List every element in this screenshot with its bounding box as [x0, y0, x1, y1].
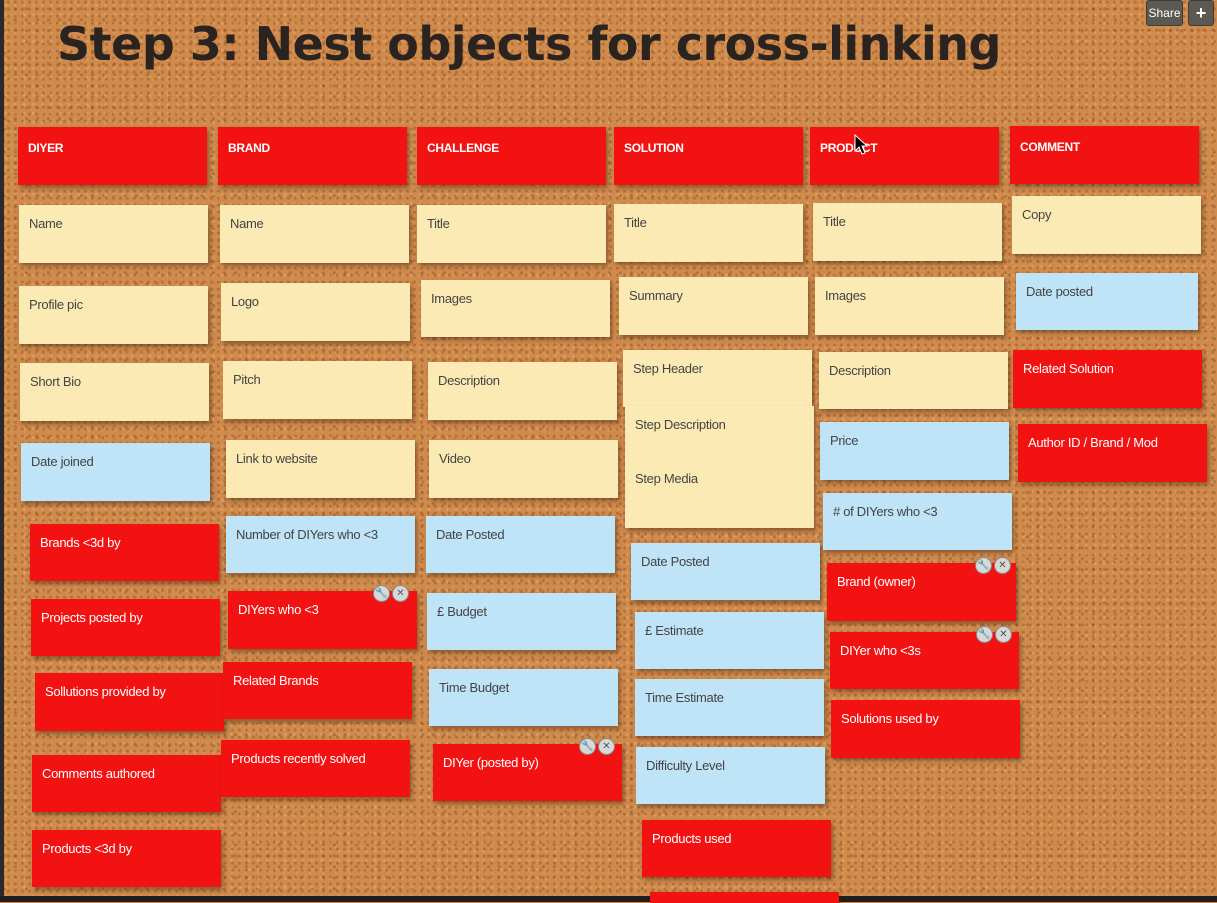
step-description-label: Step Description: [635, 417, 726, 432]
note-brand-number-of-diyers[interactable]: Number of DIYers who <3: [226, 516, 415, 573]
note-tools-challenge-diyer: 🔧 ✕: [579, 738, 615, 755]
note-brand-pitch[interactable]: Pitch: [223, 361, 412, 419]
note-challenge-title[interactable]: Title: [417, 205, 606, 263]
note-solution-date-posted[interactable]: Date Posted: [631, 543, 820, 600]
note-challenge-images[interactable]: Images: [421, 280, 610, 337]
note-product-title[interactable]: Title: [813, 203, 1002, 261]
header-comment[interactable]: COMMENT: [1010, 126, 1199, 184]
note-diyer-brands-loved-by[interactable]: Brands <3d by: [30, 524, 219, 581]
header-challenge[interactable]: CHALLENGE: [417, 127, 606, 185]
note-comment-author-id[interactable]: Author ID / Brand / Mod: [1018, 424, 1207, 482]
note-brand-products-recently-solved[interactable]: Products recently solved: [221, 740, 410, 797]
note-challenge-description[interactable]: Description: [428, 362, 617, 420]
note-solution-step-description-media[interactable]: Step Description Step Media: [625, 406, 814, 528]
note-product-brand-owner[interactable]: Brand (owner): [827, 563, 1016, 621]
wrench-icon[interactable]: 🔧: [373, 585, 390, 602]
header-brand[interactable]: BRAND: [218, 127, 407, 185]
note-tools-brand-diyers: 🔧 ✕: [373, 585, 409, 602]
window-frame-bottom: [0, 896, 1217, 902]
note-solution-step-header[interactable]: Step Header: [623, 350, 812, 407]
note-solution-title[interactable]: Title: [614, 204, 803, 262]
note-solution-products-used[interactable]: Products used: [642, 820, 831, 877]
note-product-diyers-count[interactable]: # of DIYers who <3: [823, 493, 1012, 550]
mouse-cursor-icon: [854, 134, 868, 155]
note-product-price[interactable]: Price: [820, 422, 1009, 480]
note-solution-estimate[interactable]: £ Estimate: [635, 612, 824, 669]
note-brand-name[interactable]: Name: [220, 205, 409, 263]
close-icon[interactable]: ✕: [995, 626, 1012, 643]
note-product-solutions-used-by[interactable]: Solutions used by: [831, 700, 1020, 758]
header-product[interactable]: PRODUCT: [810, 127, 999, 185]
note-brand-logo[interactable]: Logo: [221, 283, 410, 341]
note-tools-product-diyer: 🔧 ✕: [976, 626, 1012, 643]
note-diyer-short-bio[interactable]: Short Bio: [20, 363, 209, 421]
note-comment-date-posted[interactable]: Date posted: [1016, 273, 1198, 330]
note-solution-partial[interactable]: [650, 892, 839, 903]
note-challenge-budget[interactable]: £ Budget: [427, 593, 616, 650]
share-button[interactable]: Share: [1146, 0, 1183, 26]
wrench-icon[interactable]: 🔧: [579, 738, 596, 755]
close-icon[interactable]: ✕: [392, 585, 409, 602]
note-diyer-date-joined[interactable]: Date joined: [21, 443, 210, 501]
note-comment-copy[interactable]: Copy: [1012, 196, 1201, 254]
note-diyer-products-loved-by[interactable]: Products <3d by: [32, 830, 221, 887]
note-diyer-name[interactable]: Name: [19, 205, 208, 263]
close-icon[interactable]: ✕: [598, 738, 615, 755]
page-title: Step 3: Nest objects for cross-linking: [57, 17, 1001, 71]
header-diyer[interactable]: DIYer: [18, 127, 207, 185]
note-diyer-projects-posted-by[interactable]: Projects posted by: [31, 599, 220, 656]
note-diyer-solutions-provided-by[interactable]: Sollutions provided by: [35, 673, 224, 731]
note-challenge-video[interactable]: Video: [429, 440, 618, 498]
note-product-images[interactable]: Images: [815, 277, 1004, 335]
note-diyer-profile-pic[interactable]: Profile pic: [19, 286, 208, 344]
note-solution-summary[interactable]: Summary: [619, 277, 808, 335]
header-solution[interactable]: SOLUTION: [614, 127, 803, 185]
close-icon[interactable]: ✕: [994, 557, 1011, 574]
note-challenge-date-posted[interactable]: Date Posted: [426, 516, 615, 573]
note-comment-related-solution[interactable]: Related Solution: [1013, 350, 1202, 408]
window-frame-left: [0, 0, 4, 902]
step-media-label: Step Media: [635, 471, 698, 486]
note-solution-time-estimate[interactable]: Time Estimate: [635, 679, 824, 736]
note-brand-link-to-website[interactable]: Link to website: [226, 440, 415, 498]
note-solution-difficulty-level[interactable]: Difficulty Level: [636, 747, 825, 804]
note-product-description[interactable]: Description: [819, 352, 1008, 409]
note-brand-related-brands[interactable]: Related Brands: [223, 662, 412, 719]
note-tools-product-brand: 🔧 ✕: [975, 557, 1011, 574]
note-diyer-comments-authored[interactable]: Comments authored: [32, 755, 221, 812]
note-challenge-time-budget[interactable]: Time Budget: [429, 669, 618, 726]
wrench-icon[interactable]: 🔧: [975, 557, 992, 574]
wrench-icon[interactable]: 🔧: [976, 626, 993, 643]
add-button[interactable]: +: [1188, 0, 1214, 26]
